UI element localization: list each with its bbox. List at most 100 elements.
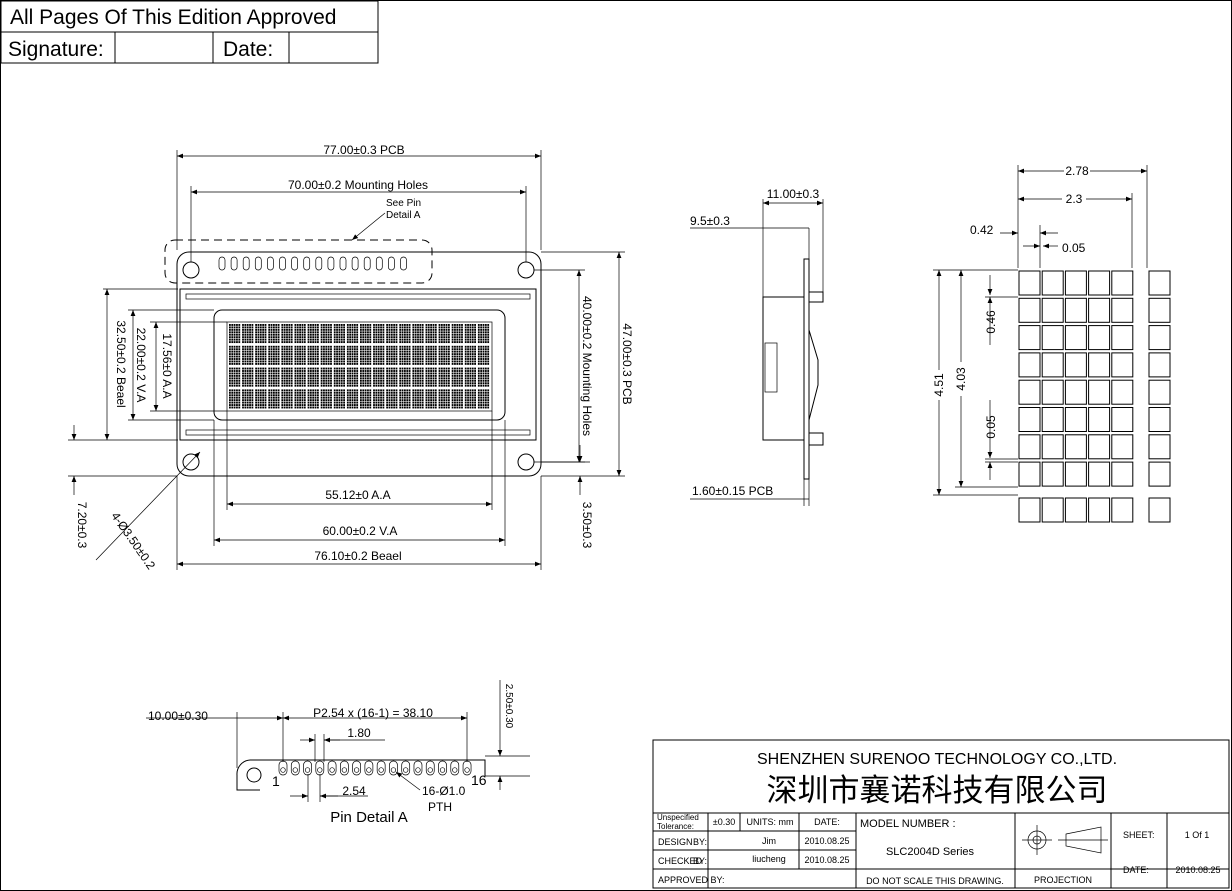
char-dot-cell: [1111, 407, 1134, 432]
pin-pad: [352, 760, 361, 776]
lcd-character-cell: [242, 324, 254, 344]
lcd-character-cell: [333, 345, 345, 365]
char-dot-cell: [1041, 434, 1064, 460]
mounting-hole: [182, 453, 200, 471]
char-dot-cell: [1148, 352, 1171, 378]
char-dot-cell: [1111, 270, 1134, 296]
projection-label: PROJECTION: [1034, 875, 1092, 885]
lcd-character-cell: [399, 367, 411, 387]
lcd-character-cell: [464, 324, 476, 344]
sheet-value: 1 Of 1: [1185, 830, 1210, 840]
char-dot-cell: [1018, 434, 1041, 460]
lcd-character-cell: [333, 367, 345, 387]
header-pin: [375, 256, 383, 271]
lcd-character-cell: [268, 389, 280, 409]
char-dot-cell: [1088, 270, 1111, 296]
char-dot-cell: [1088, 325, 1111, 351]
lcd-character-cell: [281, 367, 293, 387]
approval-heading: All Pages Of This Edition Approved: [10, 6, 336, 29]
char-dot-cell: [1148, 461, 1171, 487]
lcd-character-cell: [242, 367, 254, 387]
lcd-character-cell: [255, 324, 267, 344]
header-pin: [254, 256, 262, 271]
design-by-label: BY:: [693, 837, 707, 847]
char-dot-cell: [1111, 379, 1134, 405]
model-value: SLC2004D Series: [886, 846, 975, 858]
date-header: DATE:: [814, 817, 840, 827]
char-dot-cell: [1148, 434, 1171, 460]
side-pcb: [803, 258, 810, 480]
pin-pad: [376, 760, 386, 776]
char-dot-cell: [1148, 325, 1171, 351]
header-pin: [267, 256, 274, 271]
char-dot-cell: [1041, 325, 1064, 351]
char-dot-cell: [1088, 407, 1111, 432]
char-dot-cell: [1018, 325, 1041, 351]
bezel-width-label: 76.10±0.2 Beael: [314, 549, 401, 563]
lcd-character-cell: [412, 345, 424, 365]
checked-by-label: BY:: [693, 856, 707, 866]
pin-pad: [290, 760, 300, 776]
char-dot-cell: [1041, 461, 1064, 487]
char-dot-cell: [1148, 407, 1171, 432]
lcd-character-cell: [412, 324, 424, 344]
lcd-character-cell: [229, 345, 241, 365]
designer-name: Jim: [762, 836, 776, 846]
va-height-label: 22.00±0.2 V.A: [134, 328, 148, 403]
pcb-thickness-label: 1.60±0.15 PCB: [692, 484, 773, 498]
char-dot-cell: [1088, 297, 1111, 323]
header-pin: [303, 256, 311, 271]
lcd-character-cell: [425, 367, 437, 387]
lcd-character-cell: [294, 324, 306, 344]
pin-hole: [280, 767, 286, 773]
lcd-character-cell: [451, 367, 463, 387]
pin-pad: [389, 760, 398, 776]
design-date: 2010.08.25: [804, 836, 849, 846]
lcd-character-cell: [438, 389, 450, 409]
lcd-character-cell: [333, 324, 345, 344]
lcd-character-cell: [294, 345, 306, 365]
pin-hole: [378, 767, 384, 773]
pin-pad: [438, 760, 447, 776]
lcd-character-cell: [346, 389, 359, 409]
checked-label: CHECKED: [658, 856, 703, 866]
pcb-outline: [176, 251, 542, 477]
char-dot-cell: [1088, 352, 1111, 378]
dot-width-total-label: 2.3: [1066, 192, 1083, 206]
lcd-character-cell: [425, 345, 437, 365]
char-dot-cell: [1111, 325, 1134, 351]
lcd-character-cell: [438, 324, 450, 344]
side-window: [764, 342, 778, 393]
pin-pad: [340, 760, 349, 776]
lcd-character-cell: [373, 389, 385, 409]
character-matrix: [229, 324, 490, 409]
lcd-character-cell: [346, 367, 359, 387]
lcd-character-cell: [268, 367, 280, 387]
lcd-character-cell: [346, 345, 359, 365]
character-dot-grid: [1018, 270, 1171, 523]
character-detail: 2.78 2.3 0.42 0.05 4.51 4.03 0.46 0.05: [931, 162, 1171, 523]
see-pin-label: See Pin: [386, 198, 421, 209]
lcd-character-cell: [412, 367, 424, 387]
viewing-area: [213, 309, 506, 421]
pin-hole: [304, 767, 311, 773]
bezel-height-label: 32.50±0.2 Beael: [114, 320, 128, 407]
lcd-character-cell: [373, 324, 385, 344]
header-pin: [363, 256, 371, 271]
units-label: UNITS: mm: [747, 817, 794, 827]
dot-pitch-y-label: 0.46: [984, 310, 998, 334]
lcd-character-cell: [425, 324, 437, 344]
lcd-character-cell: [320, 345, 332, 365]
lcd-character-cell: [464, 367, 476, 387]
lcd-character-cell: [268, 324, 280, 344]
lcd-character-cell: [294, 367, 306, 387]
char-dot-cell: [1064, 434, 1087, 460]
lcd-character-cell: [477, 324, 490, 344]
char-dot-cell: [1041, 297, 1064, 323]
pin-hole: [341, 767, 348, 773]
char-dot-cell: [1064, 407, 1087, 432]
aa-height-label: 17.56±0 A.A: [160, 333, 174, 398]
pth-label: PTH: [428, 800, 452, 814]
sheet-label: SHEET:: [1123, 830, 1155, 840]
lcd-character-cell: [281, 389, 293, 409]
